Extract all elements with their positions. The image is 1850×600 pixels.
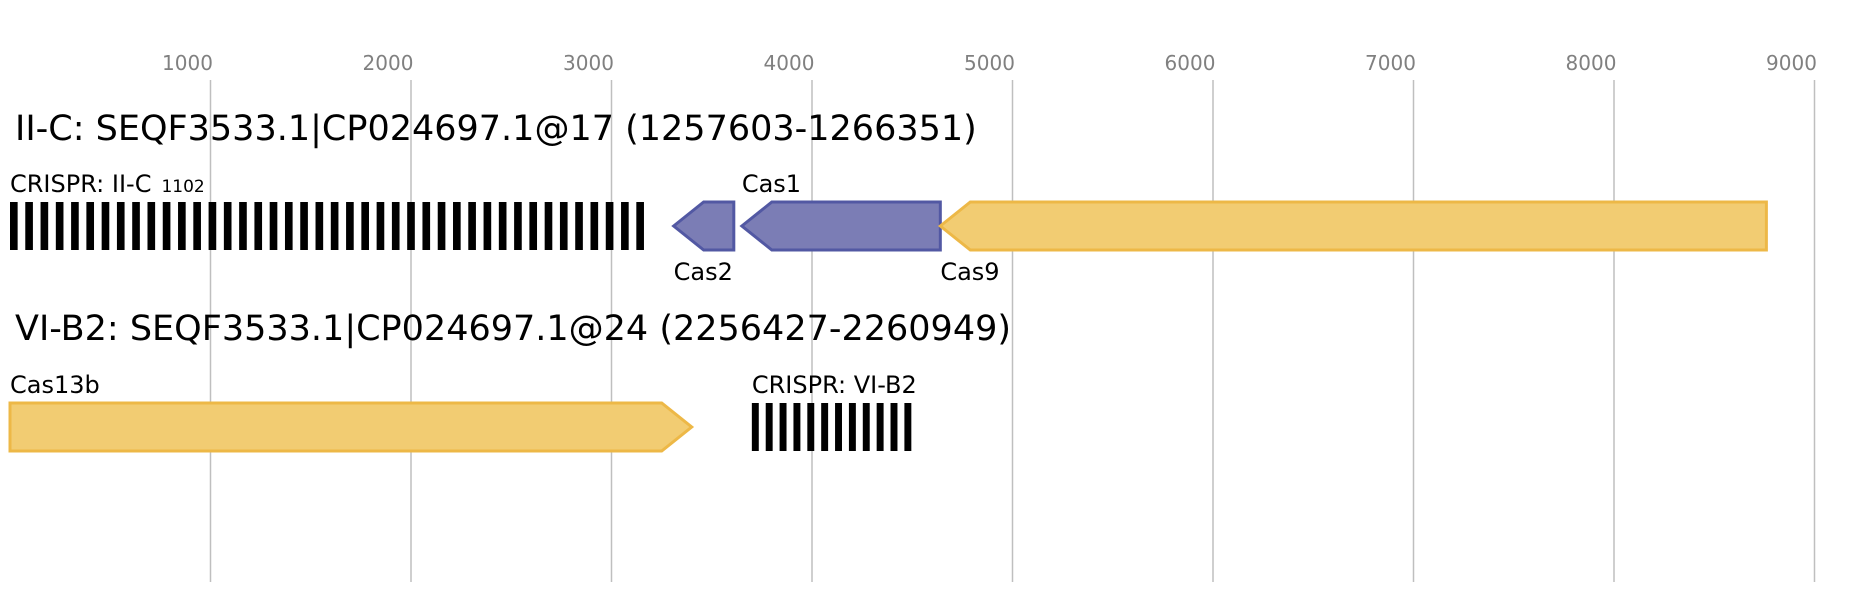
- tick-label: 1000: [162, 51, 213, 75]
- crispr-repeat: [300, 202, 308, 250]
- crispr-repeat: [330, 202, 339, 250]
- locus-track: VI-B2: SEQF3533.1|CP024697.1@24 (2256427…: [8, 309, 1011, 453]
- crispr-repeat: [10, 202, 18, 250]
- crispr-repeat: [101, 202, 110, 250]
- crispr-repeat: [55, 202, 64, 250]
- tick-label: 8000: [1566, 51, 1617, 75]
- gene-cas2-label: Cas2: [674, 258, 733, 286]
- gene-cas1-arrow: [739, 200, 942, 252]
- crispr-repeat: [529, 202, 538, 250]
- crispr-repeat: [835, 403, 842, 451]
- crispr-repeat: [779, 403, 787, 451]
- crispr-repeat: [498, 202, 507, 250]
- crispr-repeat: [483, 202, 492, 250]
- scale-grid: 1000 2000 3000 4000 5000 6000 7000 8000 9000: [162, 51, 1817, 582]
- gene-cas13b-label: Cas13b: [10, 371, 100, 399]
- crispr-repeat: [807, 403, 815, 451]
- tick-label: 9000: [1766, 51, 1817, 75]
- crispr-repeat: [848, 403, 856, 451]
- crispr-repeat: [71, 202, 79, 250]
- crispr-repeat: [208, 202, 217, 250]
- crispr-repeat: [636, 202, 644, 250]
- crispr-repeat: [239, 202, 247, 250]
- crispr-repeat: [86, 202, 95, 250]
- crispr-repeat: [269, 202, 278, 250]
- crispr-repeat: [890, 403, 898, 451]
- crispr-repeat: [453, 202, 461, 250]
- crispr-repeat: [621, 202, 629, 250]
- crispr-repeat: [514, 202, 522, 250]
- crispr-repeat: [315, 202, 324, 250]
- gene-cas1-label: Cas1: [742, 170, 801, 198]
- crispr-repeat: [116, 202, 125, 250]
- crispr-array-crispr-ii-c: [10, 202, 644, 250]
- crispr-repeat: [590, 202, 599, 250]
- tick-label: 3000: [563, 51, 614, 75]
- crispr-repeat: [544, 202, 553, 250]
- crispr-repeat: [132, 202, 140, 250]
- crispr-repeat: [468, 202, 476, 250]
- crispr-repeat: [376, 202, 385, 250]
- crispr-repeat: [178, 202, 186, 250]
- gene-cas13b-arrow: [8, 401, 695, 453]
- tick-label: 2000: [363, 51, 414, 75]
- crispr-repeat: [559, 202, 568, 250]
- crispr-repeat: [193, 202, 201, 250]
- crispr-array-crispr-vi-b2: [751, 403, 912, 451]
- crispr-repeat: [254, 202, 263, 250]
- crispr-repeat: [391, 202, 400, 250]
- tick-label: 7000: [1365, 51, 1416, 75]
- crispr-repeat: [147, 202, 156, 250]
- locus-title: II-C: SEQF3533.1|CP024697.1@17 (1257603-…: [15, 109, 977, 149]
- crispr-repeat: [361, 202, 369, 250]
- crispr-repeat: [437, 202, 446, 250]
- crispr-repeat: [422, 202, 431, 250]
- crispr-repeat: [407, 202, 415, 250]
- locus-title: VI-B2: SEQF3533.1|CP024697.1@24 (2256427…: [15, 309, 1011, 349]
- tick-label: 5000: [964, 51, 1015, 75]
- crispr-label: CRISPR: VI-B2: [752, 371, 917, 399]
- crispr-repeat: [162, 202, 171, 250]
- crispr-repeat: [904, 403, 912, 451]
- crispr-repeat: [876, 403, 884, 451]
- crispr-repeat: [25, 202, 33, 250]
- gene-cas9-label: Cas9: [940, 258, 999, 286]
- crispr-repeat: [223, 202, 232, 250]
- crispr-repeat: [605, 202, 614, 250]
- tick-label: 4000: [764, 51, 815, 75]
- crispr-repeat: [821, 403, 829, 451]
- gene-cas9-arrow: [937, 200, 1768, 252]
- loci-tracks: II-C: SEQF3533.1|CP024697.1@17 (1257603-…: [8, 109, 1768, 453]
- gene-cas2-arrow: [671, 200, 736, 252]
- crispr-repeat: [284, 202, 293, 250]
- crispr-repeat: [575, 202, 583, 250]
- crispr-repeat: [751, 403, 759, 451]
- locus-track: II-C: SEQF3533.1|CP024697.1@17 (1257603-…: [10, 109, 1768, 286]
- crispr-repeat: [40, 202, 49, 250]
- crispr-repeat: [765, 403, 773, 451]
- tick-label: 6000: [1165, 51, 1216, 75]
- crispr-repeat: [862, 403, 870, 451]
- crispr-repeat: [793, 403, 801, 451]
- crispr-repeat: [346, 202, 354, 250]
